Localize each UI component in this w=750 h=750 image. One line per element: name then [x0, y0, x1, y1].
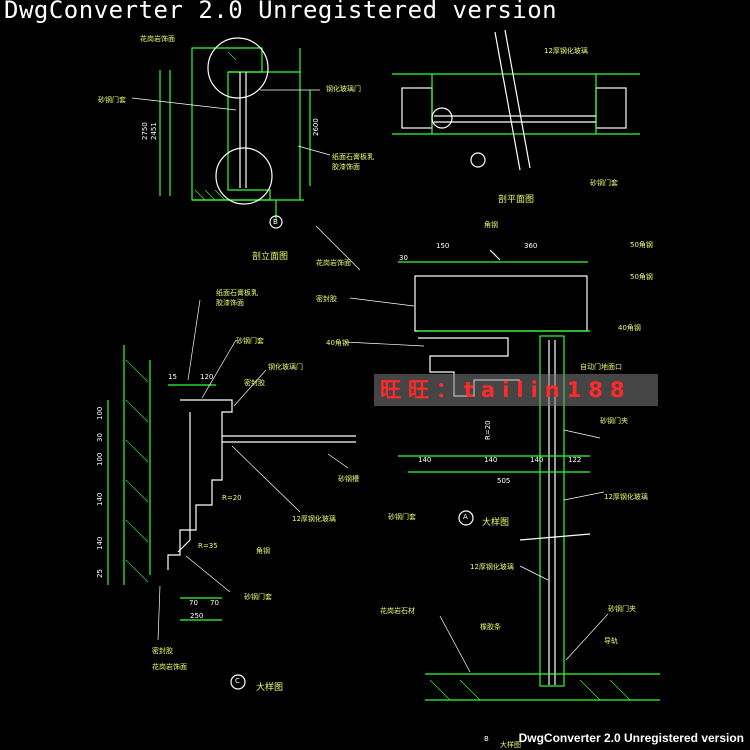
dim-a-122: 122: [568, 456, 582, 464]
label-c-granite: 花岗岩饰面: [152, 663, 187, 671]
bottom-watermark: DwgConverter 2.0 Unregistered version: [518, 731, 744, 745]
label-a-angle-steel: 角钢: [484, 221, 498, 229]
detail-c-hatch: [125, 359, 149, 583]
elevation-hatch: [194, 51, 237, 201]
dim-c-70-2: 70: [210, 599, 219, 607]
dim-a-150: 150: [436, 242, 450, 250]
detail-a-view: [398, 249, 660, 701]
plan-section-view: [392, 29, 640, 171]
title-plan-section: 剖平面图: [498, 195, 535, 205]
dim-a-140-2: 140: [484, 456, 498, 464]
dim-a-140-1: 140: [418, 456, 432, 464]
label-a-auto-door-floor: 自动门地面口: [580, 363, 622, 371]
label-c-angle-steel: 角钢: [256, 547, 270, 555]
label-steel-frame-plan: 砂钢门套: [590, 179, 618, 187]
label-a-steel-clamp-2: 砂钢门夹: [608, 605, 636, 613]
detail-c-view: [107, 345, 474, 690]
dim-2451: 2451: [150, 122, 158, 140]
dim-a-360: 360: [524, 242, 538, 250]
dim-c-250: 250: [190, 612, 204, 620]
dim-2750: 2750: [141, 122, 149, 140]
dim-c-100-1: 100: [96, 406, 104, 420]
label-a-40-angle-2: 40角钢: [326, 339, 349, 347]
label-a-tempered-glass-2: 12厚钢化玻璃: [470, 563, 514, 571]
dim-c-25: 25: [96, 569, 104, 578]
label-glass-door: 钢化玻璃门: [326, 85, 361, 93]
title-elevation-section: 剖立面图: [252, 252, 289, 262]
label-steel-frame: 砂钢门套: [98, 96, 126, 104]
dim-c-15: 15: [168, 373, 177, 381]
label-c-sealant-2: 密封胶: [152, 647, 173, 655]
overlay-watermark: 旺旺：tailin188: [374, 374, 658, 406]
dim-a-30: 30: [399, 254, 408, 262]
dim-c-120: 120: [200, 373, 214, 381]
label-a-steel-frame: 砂钢门套: [388, 513, 416, 521]
marker-bottom-b: B: [484, 735, 489, 743]
label-a-sealant: 密封胶: [316, 295, 337, 303]
label-c-steel-groove: 砂钢槽: [338, 475, 359, 483]
label-c-gypsum-board: 纸面石膏板乳胶漆饰面: [216, 289, 258, 307]
title-detail-a: 大样图: [482, 518, 510, 528]
label-a-50-angle-1: 50角钢: [630, 241, 653, 249]
elevation-section-view: [159, 37, 311, 229]
title-bottom: 大样图: [500, 741, 521, 749]
label-a-50-angle-2: 50角钢: [630, 273, 653, 281]
label-c-r35: R=35: [198, 542, 218, 550]
dim-c-70-1: 70: [189, 599, 198, 607]
label-a-tempered-glass-1: 12厚钢化玻璃: [604, 493, 648, 501]
label-gypsum-board: 纸面石膏板乳胶漆饰面: [332, 153, 374, 171]
dim-c-140-2: 140: [96, 536, 104, 550]
label-c-tempered-glass: 12厚钢化玻璃: [292, 515, 336, 523]
label-c-steel-frame-2: 砂钢门套: [244, 593, 272, 601]
label-a-guide-rail: 导轨: [604, 637, 618, 645]
label-a-rubber-strip: 橡胶条: [480, 623, 501, 631]
dim-a-r20: R=20: [484, 420, 492, 440]
label-a-granite: 花岗岩饰面: [316, 259, 351, 267]
dim-2600: 2600: [312, 118, 320, 136]
detail-a-hatch: [429, 679, 631, 701]
title-detail-c: 大样图: [256, 683, 284, 693]
label-c-r20: R=20: [222, 494, 242, 502]
dim-a-140-3: 140: [530, 456, 544, 464]
dim-c-30: 30: [96, 433, 104, 442]
label-a-steel-clamp: 砂钢门夹: [600, 417, 628, 425]
leader-lines: [131, 89, 609, 673]
marker-c: C: [235, 677, 240, 685]
dim-c-100-2: 100: [96, 452, 104, 466]
label-a-granite-stone: 花岗岩石材: [380, 607, 415, 615]
dim-a-505: 505: [497, 477, 511, 485]
dim-c-140-1: 140: [96, 492, 104, 506]
label-c-steel-frame: 砂钢门套: [236, 337, 264, 345]
marker-a: A: [463, 513, 468, 521]
label-granite-facing: 花岗岩饰面: [140, 35, 175, 43]
marker-b: B: [273, 218, 278, 226]
label-tempered-glass-plan: 12厚钢化玻璃: [544, 47, 588, 55]
top-watermark: DwgConverter 2.0 Unregistered version: [4, 0, 558, 24]
label-a-40-angle-1: 40角钢: [618, 324, 641, 332]
label-c-glass-door: 钢化玻璃门: [268, 363, 303, 371]
label-c-sealant: 密封胶: [244, 379, 265, 387]
